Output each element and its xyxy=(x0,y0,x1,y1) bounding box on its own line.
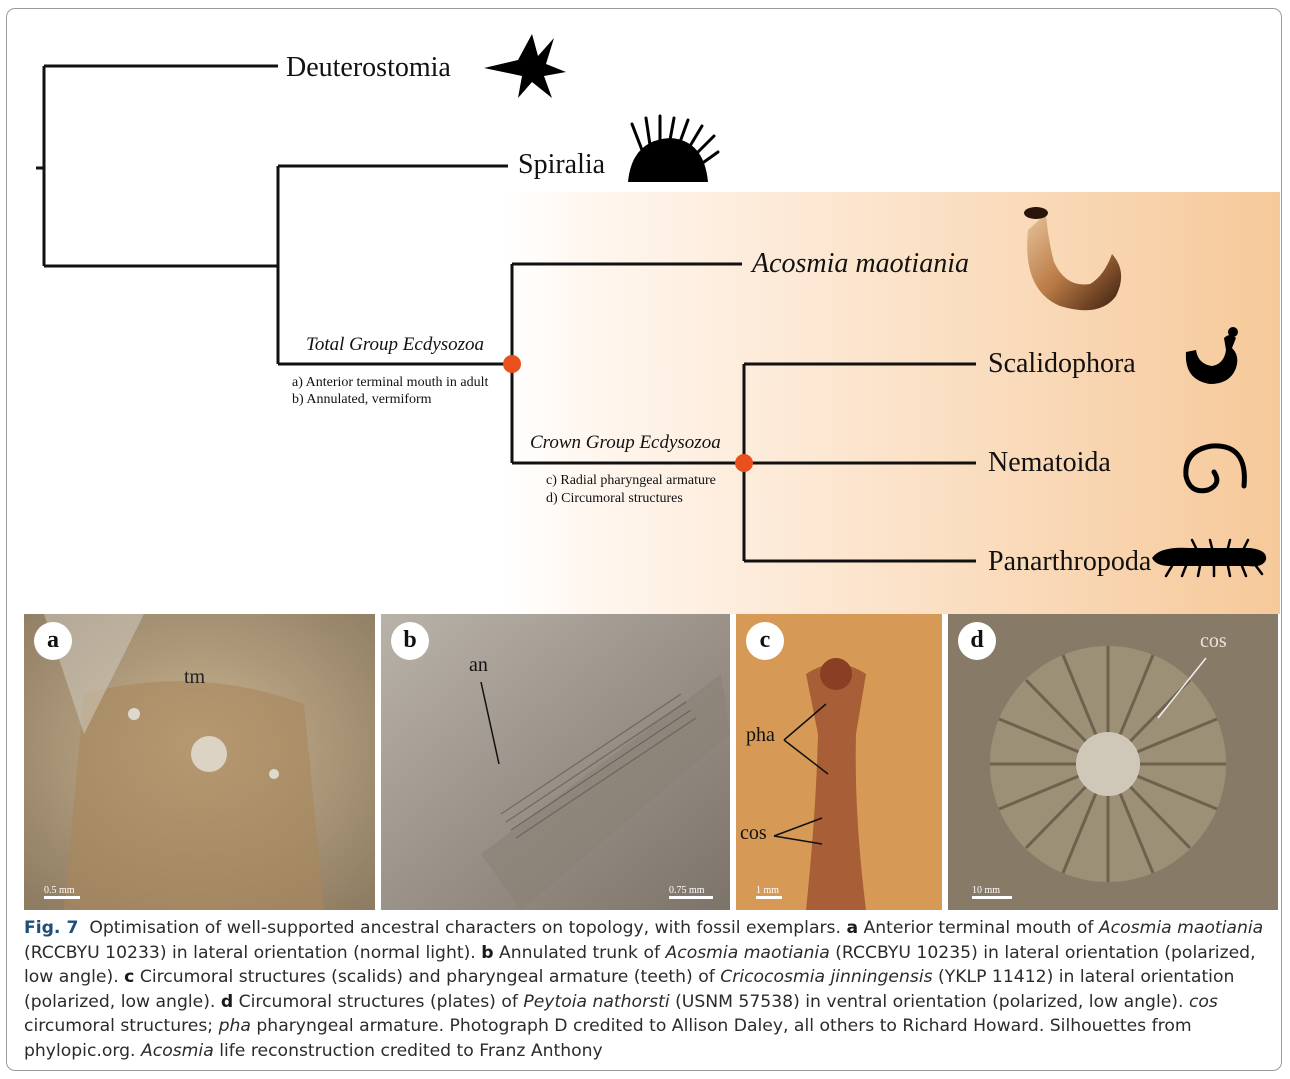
panel-a-scalebar xyxy=(44,896,80,899)
panel-a-badge: a xyxy=(34,622,72,660)
caption-cos-def: circumoral structures; xyxy=(24,1016,213,1036)
caption-c-label: c xyxy=(124,967,134,987)
caption-a-label: a xyxy=(846,918,858,938)
panel-b: b an 0.75 mm xyxy=(381,614,730,910)
taxon-acosmia: Acosmia maotiania xyxy=(750,248,969,279)
panel-d-pointer xyxy=(948,614,1278,910)
crown-char-c: c) Radial pharyngeal armature xyxy=(546,473,716,488)
figure-caption: Fig. 7 Optimisation of well-supported an… xyxy=(24,916,1274,1064)
caption-credit: life reconstruction credited to Franz An… xyxy=(219,1041,603,1061)
panel-b-pointer xyxy=(381,614,730,910)
taxon-scalidophora: Scalidophora xyxy=(988,348,1136,379)
caption-d-text1: Circumoral structures (plates) of xyxy=(239,992,518,1012)
panel-b-scale: 0.75 mm xyxy=(669,885,705,896)
crown-group-label: Crown Group Ecdysozoa xyxy=(530,432,721,453)
panel-c: c pha cos 1 mm xyxy=(736,614,942,910)
caption-a-text2: (RCCBYU 10233) in lateral orientation (n… xyxy=(24,943,476,963)
caption-a-species: Acosmia maotiania xyxy=(1099,918,1263,938)
taxon-nematoida: Nematoida xyxy=(988,447,1111,478)
caption-cos-abbr: cos xyxy=(1189,992,1218,1012)
sea-urchin-icon xyxy=(628,116,718,182)
panel-d-scalebar xyxy=(972,896,1012,899)
caption-intro: Optimisation of well-supported ancestral… xyxy=(89,918,841,938)
caption-acosmia-word: Acosmia xyxy=(141,1041,214,1061)
total-char-a: a) Anterior terminal mouth in adult xyxy=(292,375,488,390)
panel-c-scalebar xyxy=(756,896,782,899)
total-char-b: b) Annulated, vermiform xyxy=(292,392,432,407)
panel-a-scale: 0.5 mm xyxy=(44,885,75,896)
crown-char-d: d) Circumoral structures xyxy=(546,491,683,506)
caption-c-species: Cricocosmia jinningensis xyxy=(720,967,932,987)
panel-b-scalebar xyxy=(669,896,713,899)
crown-group-node xyxy=(735,454,753,472)
taxon-deuterostomia: Deuterostomia xyxy=(286,52,451,83)
caption-c-text1: Circumoral structures (scalids) and phar… xyxy=(140,967,715,987)
total-group-label: Total Group Ecdysozoa xyxy=(306,334,484,355)
caption-b-species: Acosmia maotiania xyxy=(666,943,830,963)
starfish-icon xyxy=(484,34,566,98)
caption-d-label: d xyxy=(221,992,233,1012)
caption-a-text1: Anterior terminal mouth of xyxy=(864,918,1094,938)
panel-d-scale: 10 mm xyxy=(972,885,1000,896)
panel-a-label: tm xyxy=(184,666,205,689)
fossil-photo-a xyxy=(24,614,375,910)
caption-pha-abbr: pha xyxy=(219,1016,251,1036)
caption-fig-label: Fig. 7 xyxy=(24,918,78,938)
caption-b-label: b xyxy=(481,943,493,963)
panel-c-scale: 1 mm xyxy=(756,885,779,896)
panel-c-pointers xyxy=(736,614,942,910)
caption-b-text1: Annulated trunk of xyxy=(499,943,660,963)
taxon-spiralia: Spiralia xyxy=(518,149,606,180)
total-group-node xyxy=(503,355,521,373)
caption-d-species: Peytoia nathorsti xyxy=(523,992,669,1012)
phylogeny-diagram: Deuterostomia Spiralia Acosmia maotiania… xyxy=(8,10,1282,614)
panel-d: d cos 10 mm xyxy=(948,614,1278,910)
taxon-panarthropoda: Panarthropoda xyxy=(988,546,1152,577)
caption-d-text2: (USNM 57538) in ventral orientation (pol… xyxy=(675,992,1183,1012)
panel-a: a tm 0.5 mm xyxy=(24,614,375,910)
